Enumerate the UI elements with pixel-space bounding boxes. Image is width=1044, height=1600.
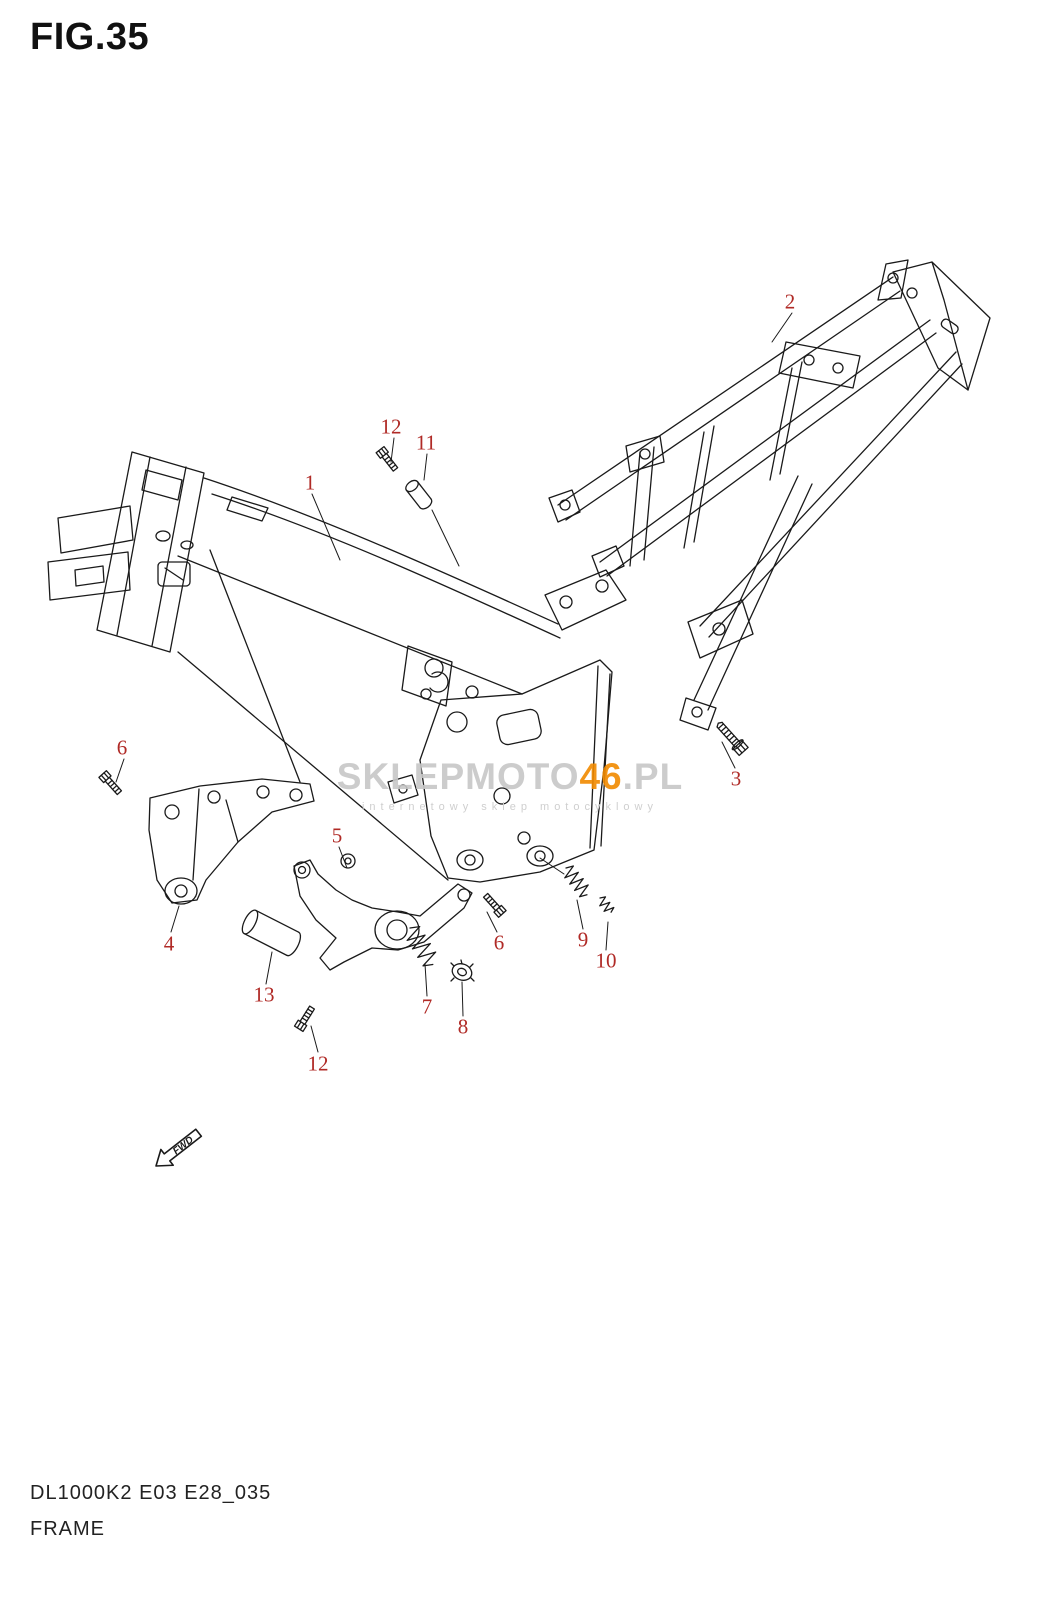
spring-9	[559, 863, 594, 900]
rear-subframe	[548, 259, 991, 731]
nut-8	[450, 959, 475, 982]
callout-12-top: 12	[380, 414, 402, 439]
callout-6-left: 6	[116, 735, 128, 760]
engine-bracket-left	[148, 778, 315, 905]
callout-7: 7	[421, 994, 433, 1019]
callout-9: 9	[577, 927, 589, 952]
footer-figure-name: FRAME	[30, 1518, 105, 1540]
collar-11	[403, 477, 435, 512]
callout-11: 11	[415, 430, 437, 455]
callout-10: 10	[595, 948, 617, 973]
main-frame	[47, 451, 627, 883]
bolt-6-mid	[481, 891, 507, 918]
callout-13: 13	[253, 982, 275, 1007]
callout-12-bottom: 12	[307, 1051, 329, 1076]
callout-5: 5	[331, 823, 343, 848]
footer-part-code: DL1000K2 E03 E28_035	[30, 1482, 272, 1504]
leader-lines	[115, 312, 793, 1053]
callout-1: 1	[304, 470, 316, 495]
callout-3: 3	[730, 766, 742, 791]
bolt-12-bottom	[293, 1004, 317, 1033]
callout-4: 4	[163, 931, 175, 956]
bolt-3	[712, 717, 750, 757]
bolt-12-top	[375, 445, 401, 474]
callout-2: 2	[784, 289, 796, 314]
fwd-arrow: FWD	[155, 1128, 203, 1167]
callout-6-mid: 6	[493, 930, 505, 955]
bolt-6-left	[98, 770, 124, 797]
spacer-tube-13	[241, 909, 302, 957]
figure-title: FIG.35	[30, 16, 150, 58]
engine-bracket-center	[293, 853, 473, 971]
callout-8: 8	[457, 1014, 469, 1039]
spring-10	[595, 894, 616, 916]
